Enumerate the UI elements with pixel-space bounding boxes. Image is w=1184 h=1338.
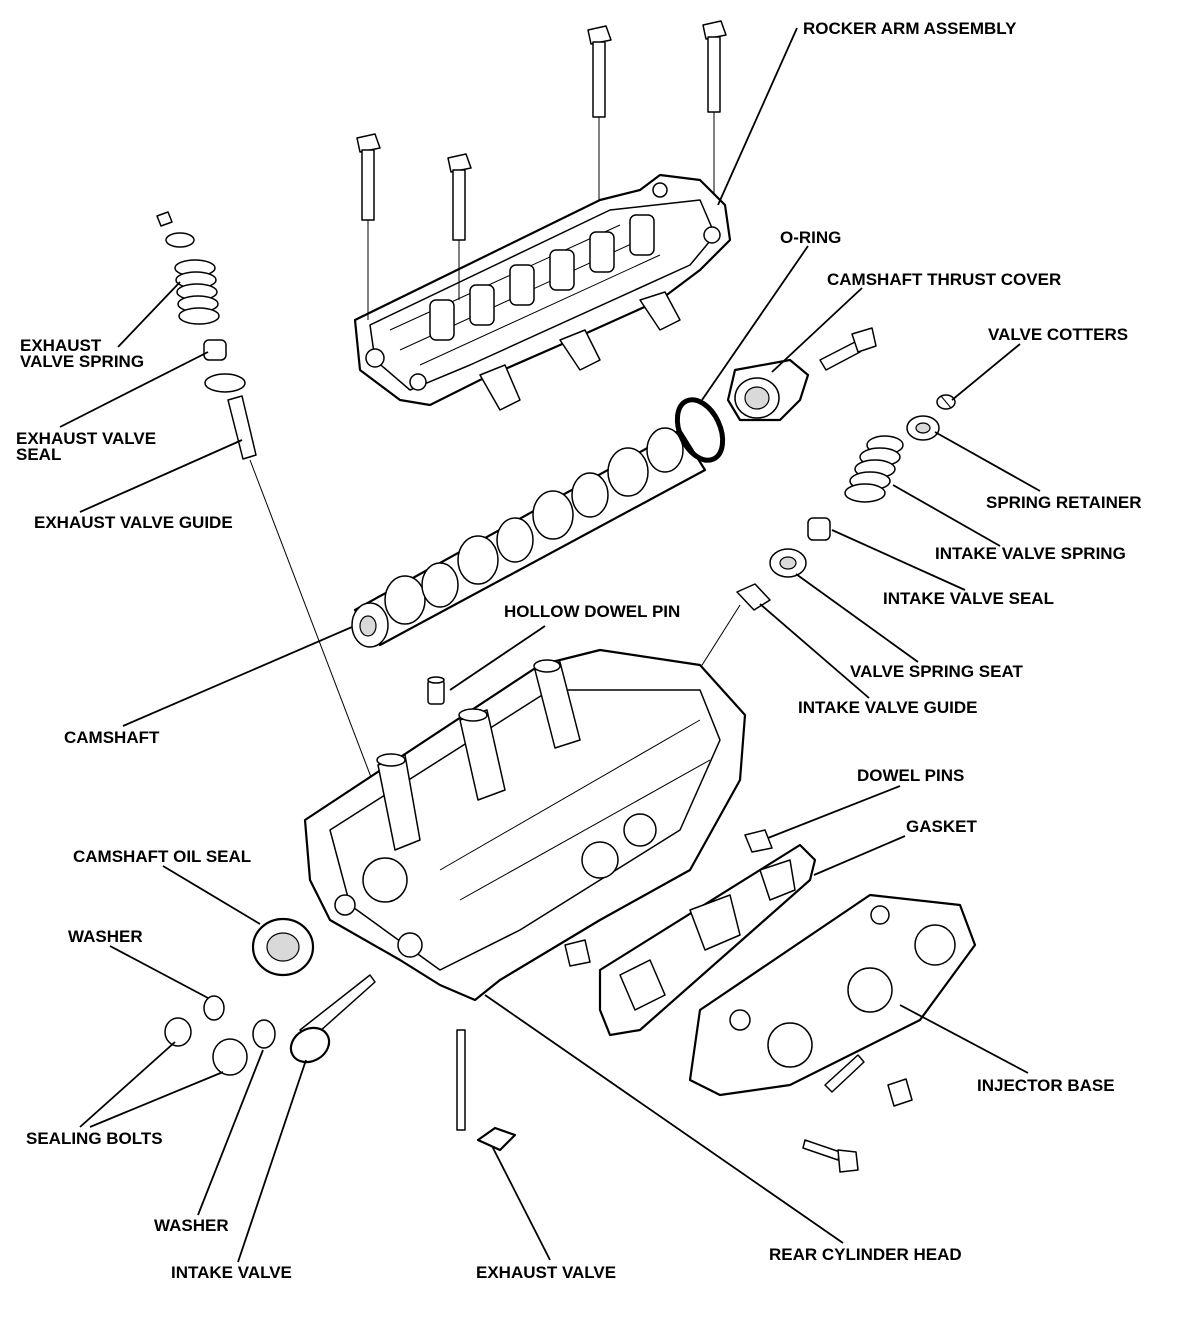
label-washer-bottom: WASHER [154, 1216, 229, 1235]
gasket [598, 843, 817, 1037]
spring-retainer [906, 415, 940, 441]
valve-cotters [936, 394, 956, 410]
valve-spring-seat [769, 548, 807, 578]
o-ring [674, 397, 726, 463]
washer-bottom [252, 1019, 276, 1049]
intake-valve [289, 974, 376, 1064]
label-exhaust-valve-seal-line1: EXHAUST VALVE [16, 429, 156, 448]
label-o-ring: O-RING [780, 228, 841, 247]
washer-top [203, 995, 225, 1021]
label-spring-retainer: SPRING RETAINER [986, 493, 1142, 512]
label-exhaust-valve-guide: EXHAUST VALVE GUIDE [34, 513, 233, 532]
label-intake-valve-seal: INTAKE VALVE SEAL [883, 589, 1054, 608]
label-exhaust-valve: EXHAUST VALVE [476, 1263, 616, 1282]
camshaft-thrust-cover [726, 327, 877, 422]
label-sealing-bolts: SEALING BOLTS [26, 1129, 163, 1148]
hollow-dowel-pin [427, 676, 445, 705]
exhaust-valve [456, 1029, 517, 1152]
label-washer-top: WASHER [68, 927, 143, 946]
label-camshaft-thrust-cover: CAMSHAFT THRUST COVER [827, 270, 1061, 289]
label-intake-valve: INTAKE VALVE [171, 1263, 292, 1282]
label-exhaust-valve-seal-line2: SEAL [16, 445, 61, 464]
label-camshaft: CAMSHAFT [64, 728, 160, 747]
leader-lines [59, 27, 1041, 1263]
label-valve-cotters: VALVE COTTERS [988, 325, 1128, 344]
rocker-bolts [356, 20, 727, 320]
labels: ROCKER ARM ASSEMBLY O-RING CAMSHAFT THRU… [16, 19, 1142, 1282]
dowel-pins [564, 829, 773, 967]
label-rear-cylinder-head: REAR CYLINDER HEAD [769, 1245, 962, 1264]
label-exhaust-valve-spring-line1: EXHAUST [20, 336, 102, 355]
rear-cylinder-head [303, 648, 747, 1002]
label-intake-valve-spring: INTAKE VALVE SPRING [935, 544, 1126, 563]
label-exhaust-valve-spring-line2: VALVE SPRING [20, 352, 144, 371]
sealing-bolts [164, 1017, 248, 1076]
label-camshaft-oil-seal: CAMSHAFT OIL SEAL [73, 847, 251, 866]
label-gasket: GASKET [906, 817, 977, 836]
label-injector-base: INJECTOR BASE [977, 1076, 1115, 1095]
label-dowel-pins: DOWEL PINS [857, 766, 964, 785]
label-valve-spring-seat: VALVE SPRING SEAT [850, 662, 1023, 681]
injector-base [688, 893, 977, 1173]
camshaft [351, 427, 707, 648]
camshaft-oil-seal [251, 917, 315, 977]
intake-valve-spring [844, 435, 904, 503]
label-hollow-dowel-pin: HOLLOW DOWEL PIN [504, 602, 680, 621]
rocker-arm-assembly [353, 173, 732, 411]
label-intake-valve-guide: INTAKE VALVE GUIDE [798, 698, 977, 717]
label-rocker-arm-assembly: ROCKER ARM ASSEMBLY [803, 19, 1017, 38]
intake-valve-seal [807, 517, 831, 541]
